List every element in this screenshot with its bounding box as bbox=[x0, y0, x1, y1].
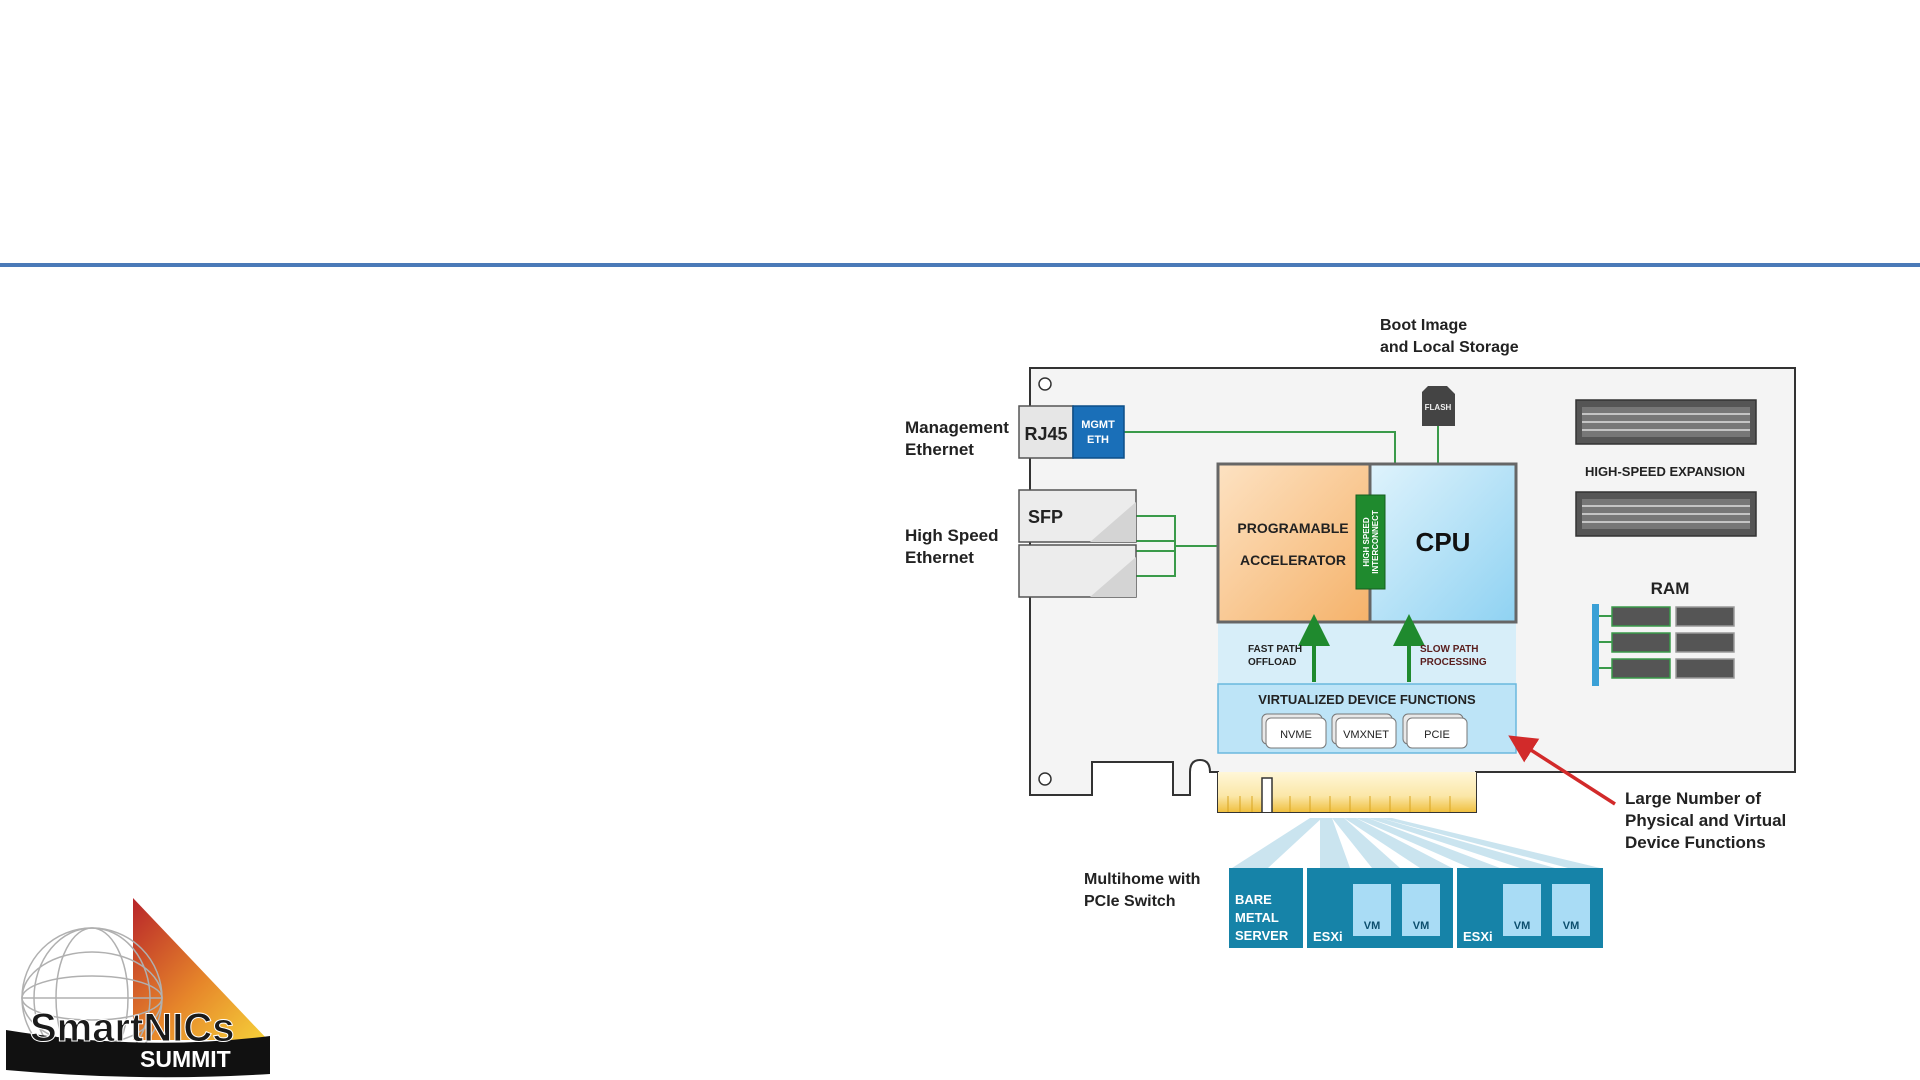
mgmt-eth-label: MGMT bbox=[1081, 419, 1115, 431]
management-ethernet-label: Management bbox=[905, 418, 1009, 437]
vm-4-label: VM bbox=[1563, 920, 1580, 932]
ram-modules bbox=[1592, 604, 1735, 686]
connector-fingers bbox=[1227, 796, 1451, 812]
slow-path-label-2: PROCESSING bbox=[1420, 657, 1487, 668]
bare-metal-server bbox=[1229, 868, 1303, 948]
logo-text: SmartNICs bbox=[30, 1006, 235, 1050]
cpu-label: CPU bbox=[1416, 527, 1471, 557]
sfp-port-2-shade bbox=[1090, 557, 1136, 597]
logo-banner bbox=[6, 1030, 270, 1078]
sfp-port-1-shade bbox=[1090, 502, 1136, 542]
pcie-edge-connector bbox=[1218, 772, 1476, 812]
vdf-title: VIRTUALIZED DEVICE FUNCTIONS bbox=[1258, 692, 1476, 707]
mgmt-eth-label-2: ETH bbox=[1087, 434, 1109, 446]
connector-key-notch bbox=[1261, 777, 1273, 812]
high-speed-ethernet-label-2: Ethernet bbox=[905, 548, 974, 567]
rj45-label: RJ45 bbox=[1024, 424, 1067, 444]
boot-image-label-2: and Local Storage bbox=[1380, 339, 1519, 356]
boot-image-label: Boot Image bbox=[1380, 317, 1467, 334]
device-functions-callout-arrow bbox=[1508, 735, 1616, 806]
logo-subtext: SUMMIT bbox=[140, 1046, 231, 1072]
expansion-slot-1 bbox=[1575, 399, 1757, 445]
mgmt-eth-chip bbox=[1072, 405, 1125, 459]
smartnics-summit-logo: SmartNICs SUMMIT bbox=[6, 898, 270, 1078]
vm-3-label: VM bbox=[1514, 920, 1531, 932]
fast-path-label-2: OFFLOAD bbox=[1248, 657, 1296, 668]
pcie-fanout bbox=[1232, 818, 1600, 868]
multihome-label: Multihome with bbox=[1084, 871, 1200, 888]
mount-hole-bottom bbox=[1038, 772, 1052, 786]
device-functions-callout-3: Device Functions bbox=[1625, 833, 1766, 852]
flash-label: FLASH bbox=[1425, 403, 1452, 412]
ram-label: RAM bbox=[1651, 579, 1690, 598]
pcie-function bbox=[1406, 717, 1468, 749]
title-divider bbox=[0, 263, 1920, 267]
multihome-label-2: PCIe Switch bbox=[1084, 893, 1176, 910]
device-functions-callout: Large Number of bbox=[1625, 789, 1761, 808]
bare-metal-label-2: METAL bbox=[1235, 910, 1279, 925]
board-traces bbox=[1124, 426, 1439, 577]
accelerator-label: PROGRAMABLE bbox=[1237, 520, 1348, 536]
interconnect-label-2: INTERCONNECT bbox=[1371, 510, 1380, 574]
pcie-label: PCIE bbox=[1424, 729, 1450, 741]
vmxnet-label: VMXNET bbox=[1343, 729, 1389, 741]
bare-metal-label-3: SERVER bbox=[1235, 928, 1289, 943]
flash-chip bbox=[1422, 386, 1455, 426]
high-speed-ethernet-label: High Speed bbox=[905, 526, 999, 545]
management-ethernet-label-2: Ethernet bbox=[905, 440, 974, 459]
vm-3 bbox=[1503, 884, 1541, 936]
high-speed-interconnect bbox=[1355, 494, 1386, 590]
bare-metal-label: BARE bbox=[1235, 892, 1272, 907]
esxi-1-label: ESXi bbox=[1313, 929, 1343, 944]
expansion-slot-2 bbox=[1575, 491, 1757, 537]
vm-2 bbox=[1402, 884, 1440, 936]
vmxnet-function bbox=[1335, 717, 1397, 749]
logo-sail bbox=[133, 898, 268, 1040]
sfp-label: SFP bbox=[1028, 507, 1063, 527]
high-speed-expansion-label: HIGH-SPEED EXPANSION bbox=[1585, 464, 1745, 479]
esxi-2-label: ESXi bbox=[1463, 929, 1493, 944]
programmable-accelerator bbox=[1216, 462, 1372, 624]
vm-2-label: VM bbox=[1413, 920, 1430, 932]
vm-1-label: VM bbox=[1364, 920, 1381, 932]
interconnect-label: HIGH SPEED bbox=[1362, 517, 1371, 567]
vm-1 bbox=[1353, 884, 1391, 936]
path-zone bbox=[1218, 622, 1516, 684]
nvme-function bbox=[1265, 717, 1327, 749]
slow-path-label: SLOW PATH bbox=[1420, 644, 1479, 655]
fast-path-label: FAST PATH bbox=[1248, 644, 1302, 655]
device-functions-callout-2: Physical and Virtual bbox=[1625, 811, 1786, 830]
accelerator-label-2: ACCELERATOR bbox=[1240, 552, 1346, 568]
cpu-block bbox=[1368, 462, 1518, 624]
vm-4 bbox=[1552, 884, 1590, 936]
mount-hole-top bbox=[1038, 377, 1052, 391]
nvme-label: NVME bbox=[1280, 729, 1312, 741]
